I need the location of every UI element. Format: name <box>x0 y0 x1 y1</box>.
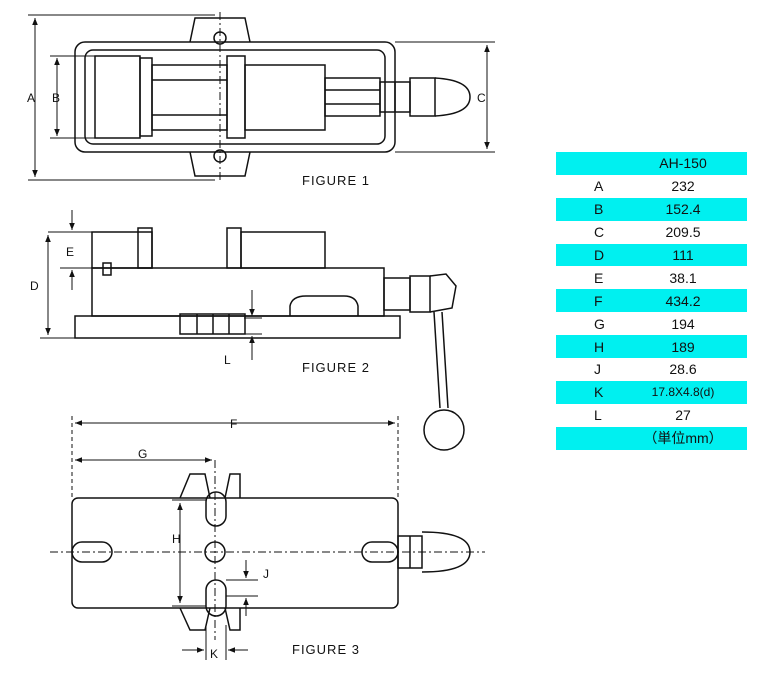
spec-value: 27 <box>675 407 691 424</box>
spec-value: 28.6 <box>669 361 697 378</box>
spec-model-name: AH-150 <box>619 152 747 175</box>
spec-key: K <box>556 380 619 404</box>
spec-row-b: B 152.4 <box>556 197 747 221</box>
spec-row-d: D 111 <box>556 243 747 267</box>
spec-row-f: F 434.2 <box>556 289 747 313</box>
spec-key: J <box>594 361 601 378</box>
spec-row-c: C 209.5 <box>556 221 747 244</box>
spec-key: B <box>556 197 619 221</box>
figure-3-drawing <box>50 416 485 660</box>
spec-key: E <box>594 269 604 286</box>
spec-key: D <box>556 243 619 267</box>
figure-2-drawing <box>40 210 465 451</box>
dim-label-j: J <box>263 567 269 581</box>
spec-key: A <box>594 178 604 195</box>
spec-row-e: E 38.1 <box>556 266 747 289</box>
spec-header-blank <box>556 152 619 175</box>
spec-table: AH-150 A 232 B 152.4 C 209.5 D 111 E 38.… <box>556 152 747 450</box>
dim-label-e: E <box>66 245 74 259</box>
spec-row-g: G 194 <box>556 312 747 335</box>
dim-label-a: A <box>27 91 35 105</box>
spec-key: H <box>556 335 619 359</box>
dim-label-f: F <box>230 417 237 431</box>
figure-2-caption: FIGURE 2 <box>302 360 370 375</box>
spec-value: 17.8X4.8(d) <box>619 380 747 404</box>
dim-label-l: L <box>224 353 231 367</box>
spec-row-j: J 28.6 <box>556 358 747 381</box>
spec-key: F <box>556 289 619 313</box>
spec-row-a: A 232 <box>556 175 747 198</box>
spec-value: 189 <box>619 335 747 359</box>
dim-label-g: G <box>138 447 147 461</box>
spec-value: 38.1 <box>669 269 697 286</box>
dim-label-c: C <box>477 91 486 105</box>
spec-key: L <box>594 407 602 424</box>
spec-key: C <box>594 224 605 241</box>
figure-3-caption: FIGURE 3 <box>292 642 360 657</box>
spec-row-h: H 189 <box>556 335 747 359</box>
dim-label-h: H <box>172 532 181 546</box>
spec-unit-note: （単位mm） <box>619 426 747 450</box>
spec-value: 194 <box>671 315 695 332</box>
spec-unit-row: （単位mm） <box>556 426 747 450</box>
spec-row-l: L 27 <box>556 404 747 427</box>
dim-label-k: K <box>210 647 218 661</box>
dim-label-b: B <box>52 91 60 105</box>
spec-value: 434.2 <box>619 289 747 313</box>
spec-value: 111 <box>619 243 747 267</box>
spec-value: 152.4 <box>619 197 747 221</box>
spec-value: 209.5 <box>665 224 701 241</box>
spec-header-row: AH-150 <box>556 152 747 175</box>
figure-1-caption: FIGURE 1 <box>302 173 370 188</box>
spec-value: 232 <box>671 178 695 195</box>
spec-key: G <box>594 315 605 332</box>
spec-row-k: K 17.8X4.8(d) <box>556 380 747 404</box>
dim-label-d: D <box>30 279 39 293</box>
spec-unit-blank <box>556 426 619 450</box>
figure-1-drawing <box>28 12 495 182</box>
